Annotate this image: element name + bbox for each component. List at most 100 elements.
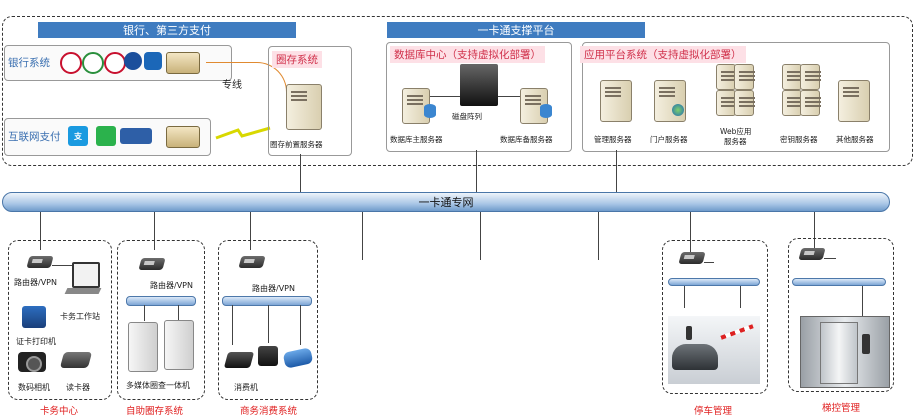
camera-label: 数码相机 — [18, 383, 50, 392]
workstation-keyboard-icon — [64, 288, 102, 294]
self-deposit-box — [117, 240, 205, 400]
consumption-title: 商务消费系统 — [240, 406, 298, 417]
db-main-label: 数据库主服务器 — [390, 135, 443, 144]
elevator-panel-icon — [862, 334, 870, 354]
web-server-icon-3 — [716, 90, 737, 116]
pos-icon-1 — [223, 352, 255, 368]
uplink-deposit — [300, 154, 301, 192]
deposit-system-label: 圈存系统 — [272, 51, 322, 68]
elevator-title: 梯控管理 — [822, 403, 861, 414]
web-server-icon-2 — [734, 64, 755, 90]
parking-router-icon — [678, 252, 706, 264]
kiosk-icon-2 — [164, 320, 194, 370]
parking-link — [704, 262, 714, 263]
consumption-link-2 — [268, 305, 269, 343]
consumption-link-1 — [232, 305, 233, 345]
key-server-icon-2 — [800, 64, 821, 90]
network-label: 一卡通专网 — [418, 196, 474, 209]
disk-array-icon — [460, 64, 498, 106]
lightning-icon — [215, 126, 271, 140]
db-cylinder-2-icon — [540, 104, 552, 118]
mgmt-server-label: 管理服务器 — [594, 135, 632, 144]
bank-bar: 银行、第三方支付 — [38, 22, 296, 38]
bank-icon-6 — [166, 52, 200, 74]
key-server-icon-4 — [800, 90, 821, 116]
portal-server-label: 门户服务器 — [650, 135, 688, 144]
kiosk-label: 多媒体圈查一体机 — [126, 381, 190, 390]
kiosk-icon-1 — [128, 322, 158, 372]
parking-hub — [668, 278, 760, 286]
dedicated-line-h1 — [206, 62, 226, 63]
other-server-icon — [838, 80, 870, 122]
parking-title: 停车管理 — [694, 406, 733, 417]
top-region — [2, 16, 913, 166]
printer-icon — [22, 306, 46, 328]
network-pipe: 一卡通专网 — [2, 192, 890, 212]
db-cylinder-1-icon — [424, 104, 436, 118]
self-deposit-hub — [126, 296, 196, 306]
card-center-title: 卡务中心 — [40, 406, 79, 417]
consumption-router-label: 路由器/VPN — [252, 284, 295, 293]
pos-label: 消费机 — [234, 383, 258, 392]
drop-consumption — [250, 212, 251, 250]
consumption-router-icon — [238, 256, 266, 268]
deposit-server-label: 圈存前置服务器 — [270, 140, 323, 149]
db-link-2 — [498, 96, 520, 97]
bank-of-china-icon — [60, 52, 82, 74]
globe-icon — [672, 104, 684, 116]
self-deposit-title: 自助圈存系统 — [126, 406, 184, 417]
key-server-icon-1 — [782, 64, 803, 90]
uplink-db — [476, 150, 477, 192]
elevator-link — [824, 258, 836, 259]
app-platform-box — [582, 42, 890, 152]
traffic-light-icon — [686, 326, 692, 340]
app-platform-label: 应用平台系统（支持虚拟化部署） — [580, 46, 746, 63]
parking-drop-1 — [684, 286, 685, 308]
card-center-router-icon — [26, 256, 54, 268]
workstation-icon — [72, 262, 100, 288]
drop-elevator — [814, 212, 815, 252]
self-deposit-link-1 — [144, 305, 145, 321]
db-backup-label: 数据库备服务器 — [500, 135, 553, 144]
deposit-server-icon — [286, 84, 322, 130]
drop-parking — [690, 212, 691, 252]
consumption-hub — [222, 296, 312, 306]
drop-card-center — [40, 212, 41, 250]
self-deposit-link-2 — [178, 305, 179, 321]
consumption-box — [218, 240, 318, 400]
card-center-link — [52, 265, 72, 266]
key-server-label: 密钥服务器 — [780, 135, 818, 144]
e-payment-icon — [120, 128, 152, 144]
other-server-label: 其他服务器 — [836, 135, 874, 144]
web-server-icon-1 — [716, 64, 737, 90]
card-center-router-label: 路由器/VPN — [14, 278, 57, 287]
self-deposit-router-label: 路由器/VPN — [150, 281, 193, 290]
bank-icon-5 — [144, 52, 162, 70]
car-icon — [672, 344, 718, 370]
db-center-label: 数据库中心（支持虚拟化部署） — [390, 46, 545, 63]
elevator-door-icon — [820, 322, 858, 384]
web-server-icon-4 — [734, 90, 755, 116]
icbc-icon — [82, 52, 104, 74]
camera-lens-icon — [26, 356, 42, 372]
elevator-drop — [862, 286, 863, 316]
reader-label: 读卡器 — [66, 383, 90, 392]
drop-spare-2 — [480, 212, 481, 260]
portal-server-icon — [654, 80, 686, 122]
self-deposit-router-icon — [138, 258, 166, 270]
elevator-hub — [792, 278, 886, 286]
consumption-link-3 — [300, 305, 301, 345]
workstation-label: 卡务工作站 — [60, 312, 100, 321]
pos-icon-2 — [258, 346, 278, 366]
card-center-box — [8, 240, 112, 400]
alipay-icon: 支 — [68, 126, 88, 146]
disk-array-label: 磁盘阵列 — [452, 112, 482, 121]
web-server-label-1: Web应用 — [720, 127, 752, 136]
elevator-router-icon — [798, 248, 826, 260]
bank-system-label: 银行系统 — [8, 57, 50, 69]
drop-self-deposit — [154, 212, 155, 250]
db-center-box — [386, 42, 572, 152]
parking-drop-2 — [740, 286, 741, 308]
drop-spare-1 — [362, 212, 363, 260]
bank-icon-4 — [124, 52, 142, 70]
